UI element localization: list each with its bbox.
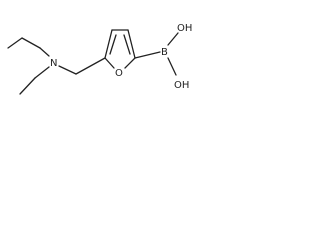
bond-o-c2 [124,57,136,69]
bond-c4-c5-double [109,34,117,55]
atom-nitrogen-label: N [50,58,57,69]
bond-c4-c5 [104,29,113,59]
hydroxyl-top-label: OH [177,23,192,34]
atom-oxygen-label: O [115,68,123,79]
hydroxyl-bottom-label: OH [174,80,189,91]
bond-ethyl2-ch3 [19,77,36,95]
bond-ethyl1-ch2 [21,37,41,49]
bond-b-oh-bottom [167,57,177,76]
bond-c2-c3 [127,29,136,59]
bond-c2-b [134,51,161,59]
atom-boron-label: B [161,47,168,58]
bond-methylene-furan [75,57,106,75]
bond-b-oh-top [167,32,179,46]
bond-ch2-n-upper [39,47,50,57]
bond-c2-c3-double [123,34,131,55]
molecule-drawing: N O B OH OH [7,23,192,95]
bond-ethyl1-ch3 [7,37,23,49]
bond-c5-o [104,57,115,69]
bond-n-methylene [58,65,77,75]
structure-canvas: N O B OH OH [0,0,232,115]
bond-n-ch2-lower [34,66,50,79]
